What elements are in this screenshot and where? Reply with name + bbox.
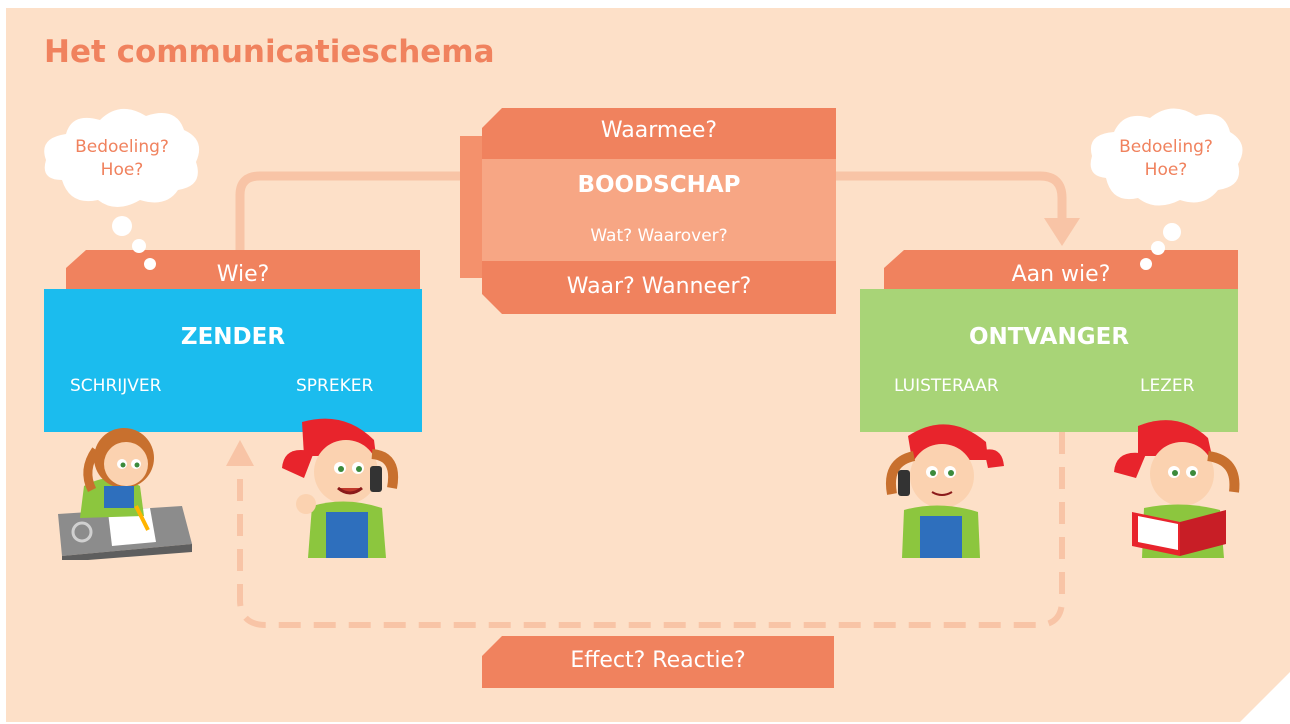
receiver-role-reader: LEZER (1140, 376, 1195, 396)
sender-thought-line2: Hoe? (100, 160, 144, 180)
message-arrow-line (235, 171, 1067, 256)
sender-thought-text: Bedoeling? Hoe? (62, 136, 182, 182)
feedback-tab (482, 636, 834, 688)
message-heading: BOODSCHAP (577, 172, 741, 198)
sender-heading: ZENDER (180, 324, 286, 350)
message-bottom-tab (482, 261, 836, 314)
receiver-thought-cloud (1090, 108, 1243, 270)
feedback-arrowhead (226, 440, 254, 466)
sender-tab-label: Wie? (216, 262, 270, 287)
receiver-role-listener: LUISTERAAR (894, 376, 999, 396)
message-bottom-label: Waar? Wanneer? (566, 274, 752, 299)
receiver-heading: ONTVANGER (968, 324, 1130, 350)
sender-body (44, 289, 422, 432)
girl-reading-icon (1114, 420, 1240, 558)
girl-phone-speaking-icon (282, 418, 398, 558)
sender-role-speaker: SPREKER (296, 376, 374, 396)
feedback-loop-line (237, 432, 1065, 628)
sender-thought-line1: Bedoeling? (75, 137, 169, 157)
receiver-body (860, 289, 1238, 432)
message-top-label: Waarmee? (600, 118, 718, 143)
receiver-tab-label: Aan wie? (1011, 262, 1111, 287)
sender-thought-cloud (44, 108, 200, 270)
diagram-title: Het communicatieschema (44, 34, 495, 70)
sender-role-writer: SCHRIJVER (70, 376, 162, 396)
girl-phone-listening-icon (886, 424, 1004, 558)
message-arrowhead (1044, 218, 1080, 246)
receiver-thought-line1: Bedoeling? (1119, 137, 1213, 157)
receiver-thought-text: Bedoeling? Hoe? (1106, 136, 1226, 182)
message-top-tab (482, 108, 836, 159)
girl-writing-icon (58, 428, 192, 560)
message-sub-label: Wat? Waarover? (590, 226, 728, 246)
receiver-thought-line2: Hoe? (1144, 160, 1188, 180)
feedback-label: Effect? Reactie? (570, 648, 746, 673)
message-body (482, 159, 836, 261)
